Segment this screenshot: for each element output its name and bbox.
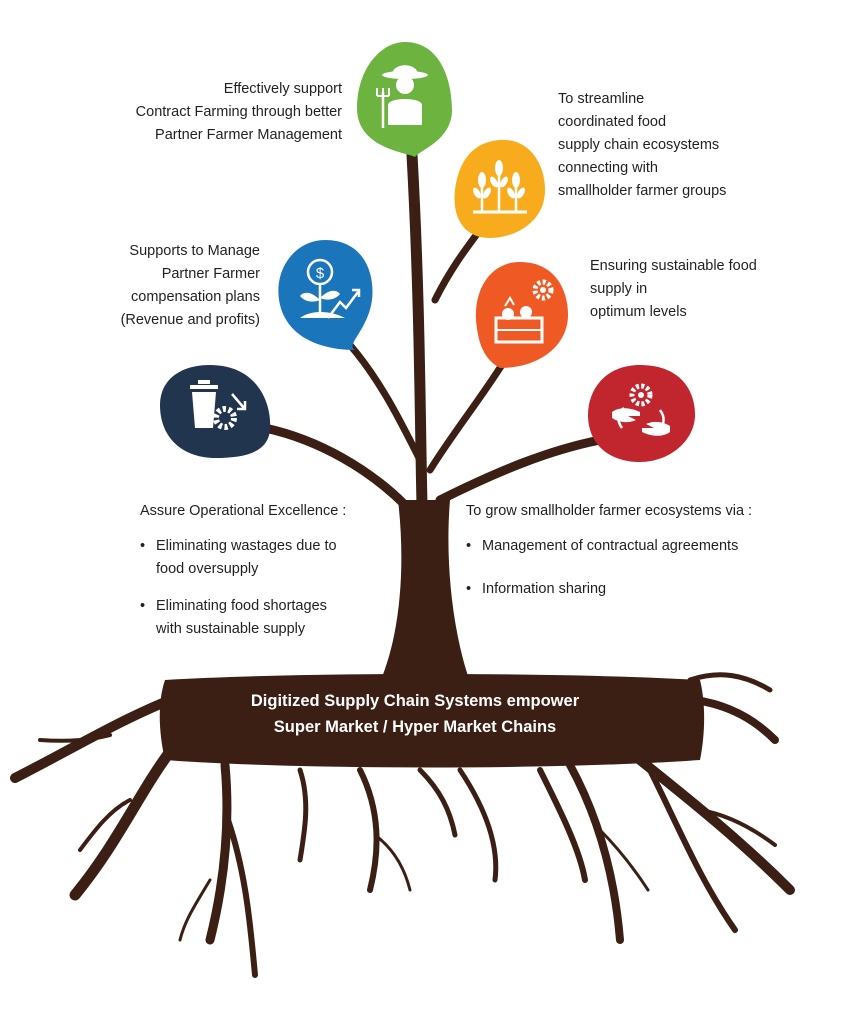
bullet-list: Eliminating wastages due to food oversup…	[140, 535, 380, 641]
bullet-list: Management of contractual agreements Inf…	[466, 535, 766, 601]
roots	[10, 672, 795, 978]
leaf-navy	[160, 365, 271, 458]
farmer-icon	[376, 65, 428, 128]
branches	[260, 149, 605, 511]
list-item-line: Management of contractual agreements	[482, 538, 739, 554]
block-heading: To grow smallholder farmer ecosystems vi…	[466, 503, 753, 519]
caption-line: To streamline	[558, 91, 645, 107]
caption-line: (Revenue and profits)	[120, 312, 260, 328]
caption-line: Contract Farming through better	[135, 104, 342, 120]
leaf-red	[588, 365, 695, 462]
list-item: Eliminating food shortages with sustaina…	[140, 595, 380, 641]
list-item-line: Information sharing	[482, 581, 607, 597]
crate-gear-icon	[494, 279, 554, 344]
smallholder-ecosystem-block: To grow smallholder farmer ecosystems vi…	[466, 500, 766, 615]
svg-text:$: $	[316, 265, 325, 282]
caption-farmer: Effectively support Contract Farming thr…	[120, 78, 342, 147]
caption-line: smallholder farmer groups	[558, 183, 727, 199]
wheat-icon	[473, 160, 527, 214]
list-item: Information sharing	[466, 578, 766, 601]
bin-gear-icon	[190, 380, 247, 430]
caption-line: compensation plans	[131, 289, 260, 305]
block-heading: Assure Operational Excellence :	[140, 503, 347, 519]
caption-line: Ensuring sustainable food	[590, 258, 757, 274]
caption-line: Effectively support	[223, 81, 342, 97]
caption-line: supply chain ecosystems	[558, 137, 720, 153]
list-item-line: food oversupply	[156, 561, 259, 577]
list-item-line: Eliminating food shortages	[156, 598, 327, 614]
operational-excellence-block: Assure Operational Excellence : Eliminat…	[140, 500, 380, 655]
list-item-line: with sustainable supply	[156, 621, 306, 637]
root-title: Digitized Supply Chain Systems empower S…	[200, 688, 630, 740]
list-item-line: Eliminating wastages due to	[156, 538, 337, 554]
caption-line: optimum levels	[590, 304, 687, 320]
caption-line: coordinated food	[558, 114, 667, 130]
caption-money: Supports to Manage Partner Farmer compen…	[100, 240, 260, 332]
list-item: Eliminating wastages due to food oversup…	[140, 535, 380, 581]
caption-line: connecting with	[558, 160, 658, 176]
caption-line: Partner Farmer Management	[155, 127, 342, 143]
money-plant-icon: $	[300, 258, 361, 319]
list-item: Management of contractual agreements	[466, 535, 766, 558]
caption-line: Partner Farmer	[161, 266, 260, 282]
hands-gear-icon	[612, 383, 670, 436]
caption-wheat: To streamline coordinated food supply ch…	[558, 88, 778, 203]
caption-line: supply in	[590, 281, 648, 297]
caption-line: Supports to Manage	[129, 243, 260, 259]
caption-crate: Ensuring sustainable food supply in opti…	[590, 255, 790, 324]
root-title-line: Digitized Supply Chain Systems empower	[250, 692, 580, 710]
trunk	[380, 500, 470, 682]
root-title-line: Super Market / Hyper Market Chains	[273, 718, 557, 736]
